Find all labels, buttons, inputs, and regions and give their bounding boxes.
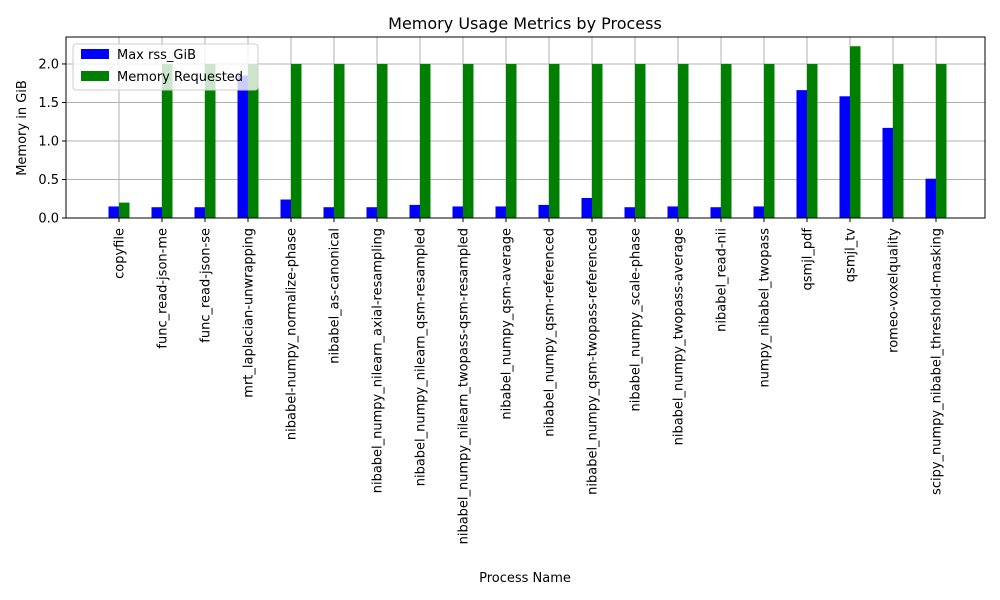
bar-max-rss-gib-nibabel-numpy-qsm-twopass-referenced (581, 197, 592, 218)
bar-memory-requested-nibabel-numpy-nilearn-axial-resampling (377, 63, 388, 219)
bar-memory-requested-nibabel-numpy-normalize-phase (291, 63, 302, 219)
x-tick-label-nibabel-numpy-nilearn-qsm-resampled: nibabel_numpy_nilearn_qsm-resampled (414, 228, 429, 486)
x-tick-label-qsmjl-tv: qsmjl_tv (844, 228, 859, 283)
x-tick-label-qsmjl-pdf: qsmjl_pdf (801, 228, 816, 291)
bar-max-rss-gib-mrt-laplacian-unwrapping (237, 75, 248, 218)
y-tick-label: 1.5 (38, 96, 59, 111)
legend: Max rss_GiB Memory Requested (72, 43, 259, 91)
bar-memory-requested-scipy-numpy-nibabel-threshold-masking (936, 63, 947, 219)
bar-max-rss-gib-romeo-voxelquality (882, 127, 893, 218)
legend-box (72, 43, 259, 91)
y-tick-label: 1.0 (38, 134, 59, 149)
x-tick-label-nibabel-read-nii: nibabel_read-nii (715, 228, 730, 332)
x-tick-label-nibabel-as-canonical: nibabel_as-canonical (328, 228, 343, 364)
y-tick-label: 2.0 (38, 57, 59, 72)
bar-memory-requested-romeo-voxelquality (893, 63, 904, 219)
plot-frame (65, 36, 986, 219)
bar-memory-requested-nibabel-numpy-qsm-average (506, 63, 517, 219)
bar-max-rss-gib-qsmjl-tv (839, 96, 850, 218)
x-tick-label-nibabel-numpy-scale-phase: nibabel_numpy_scale-phase (629, 228, 644, 411)
bar-memory-requested-nibabel-numpy-nilearn-twopass-qsm-resampled (463, 63, 474, 219)
bar-memory-requested-nibabel-numpy-nilearn-qsm-resampled (420, 63, 431, 219)
x-tick-label-numpy-nibabel-twopass: numpy_nibabel_twopass (758, 228, 773, 388)
legend-label-memory-requested: Memory Requested (117, 70, 243, 85)
bar-max-rss-gib-nibabel-numpy-nilearn-twopass-qsm-resampled (452, 206, 463, 218)
legend-swatch-memory-requested (81, 71, 109, 81)
x-tick-label-nibabel-numpy-qsm-referenced: nibabel_numpy_qsm-referenced (543, 228, 558, 437)
bar-max-rss-gib-nibabel-read-nii (710, 207, 721, 218)
y-tick-label: 0.5 (38, 173, 59, 188)
y-axis-label: Memory in GiB (15, 80, 30, 176)
bar-memory-requested-nibabel-read-nii (721, 63, 732, 219)
x-tick-label-nibabel-numpy-nilearn-axial-resampling: nibabel_numpy_nilearn_axial-resampling (371, 228, 386, 493)
bar-max-rss-gib-qsmjl-pdf (796, 90, 807, 218)
bar-memory-requested-copyfile (119, 202, 130, 218)
bar-max-rss-gib-nibabel-as-canonical (323, 207, 334, 218)
bar-max-rss-gib-nibabel-numpy-qsm-referenced (538, 204, 549, 218)
bar-memory-requested-numpy-nibabel-twopass (764, 63, 775, 219)
bar-max-rss-gib-nibabel-numpy-scale-phase (624, 207, 635, 218)
chart-title: Memory Usage Metrics by Process (388, 14, 662, 33)
y-tick-label: 0.0 (38, 212, 59, 227)
x-tick-label-nibabel-numpy-qsm-twopass-referenced: nibabel_numpy_qsm-twopass-referenced (586, 228, 601, 495)
x-tick-label-romeo-voxelquality: romeo-voxelquality (887, 228, 902, 353)
bar-memory-requested-nibabel-numpy-qsm-referenced (549, 63, 560, 219)
bar-layer (108, 46, 947, 219)
x-tick-label-nibabel-numpy-nilearn-twopass-qsm-resampled: nibabel_numpy_nilearn_twopass-qsm-resamp… (457, 228, 472, 544)
x-axis-label: Process Name (479, 571, 571, 586)
bar-memory-requested-func-read-json-me (162, 63, 173, 219)
x-tick-label-mrt-laplacian-unwrapping: mrt_laplacian-unwrapping (242, 228, 257, 398)
bar-memory-requested-nibabel-as-canonical (334, 63, 345, 219)
bar-max-rss-gib-nibabel-numpy-normalize-phase (280, 199, 291, 218)
bar-memory-requested-nibabel-numpy-qsm-twopass-referenced (592, 63, 603, 219)
bar-memory-requested-func-read-json-se (205, 63, 216, 219)
bar-max-rss-gib-scipy-numpy-nibabel-threshold-masking (925, 178, 936, 218)
x-tick-label-copyfile: copyfile (113, 228, 128, 279)
bar-memory-requested-qsmjl-tv (850, 46, 861, 218)
bar-max-rss-gib-numpy-nibabel-twopass (753, 206, 764, 218)
x-tick-label-nibabel-numpy-twopass-average: nibabel_numpy_twopass-average (672, 228, 687, 445)
x-tick-label-func-read-json-me: func_read-json-me (156, 228, 171, 349)
bar-max-rss-gib-nibabel-numpy-qsm-average (495, 206, 506, 218)
bar-max-rss-gib-func-read-json-me (151, 207, 162, 218)
legend-swatch-max-rss (81, 49, 109, 59)
bar-max-rss-gib-copyfile (108, 206, 119, 218)
legend-label-max-rss: Max rss_GiB (117, 48, 196, 63)
bar-max-rss-gib-nibabel-numpy-nilearn-qsm-resampled (409, 204, 420, 218)
x-tick-label-scipy-numpy-nibabel-threshold-masking: scipy_numpy_nibabel_threshold-masking (930, 228, 945, 495)
bar-memory-requested-mrt-laplacian-unwrapping (248, 63, 259, 219)
x-tick-label-func-read-json-se: func_read-json-se (199, 228, 214, 343)
tick-layer: 0.0 0.5 1.0 1.5 2.0 copyfile func_read-json-me… (38, 57, 944, 544)
x-tick-label-nibabel-numpy-qsm-average: nibabel_numpy_qsm-average (500, 228, 515, 420)
bar-memory-requested-qsmjl-pdf (807, 63, 818, 219)
x-tick-label-nibabel-numpy-normalize-phase: nibabel-numpy_normalize-phase (285, 228, 300, 440)
bar-memory-requested-nibabel-numpy-scale-phase (635, 63, 646, 219)
bar-max-rss-gib-nibabel-numpy-nilearn-axial-resampling (366, 207, 377, 218)
bar-max-rss-gib-nibabel-numpy-twopass-average (667, 206, 678, 218)
bar-memory-requested-nibabel-numpy-twopass-average (678, 63, 689, 219)
bar-max-rss-gib-func-read-json-se (194, 207, 205, 218)
